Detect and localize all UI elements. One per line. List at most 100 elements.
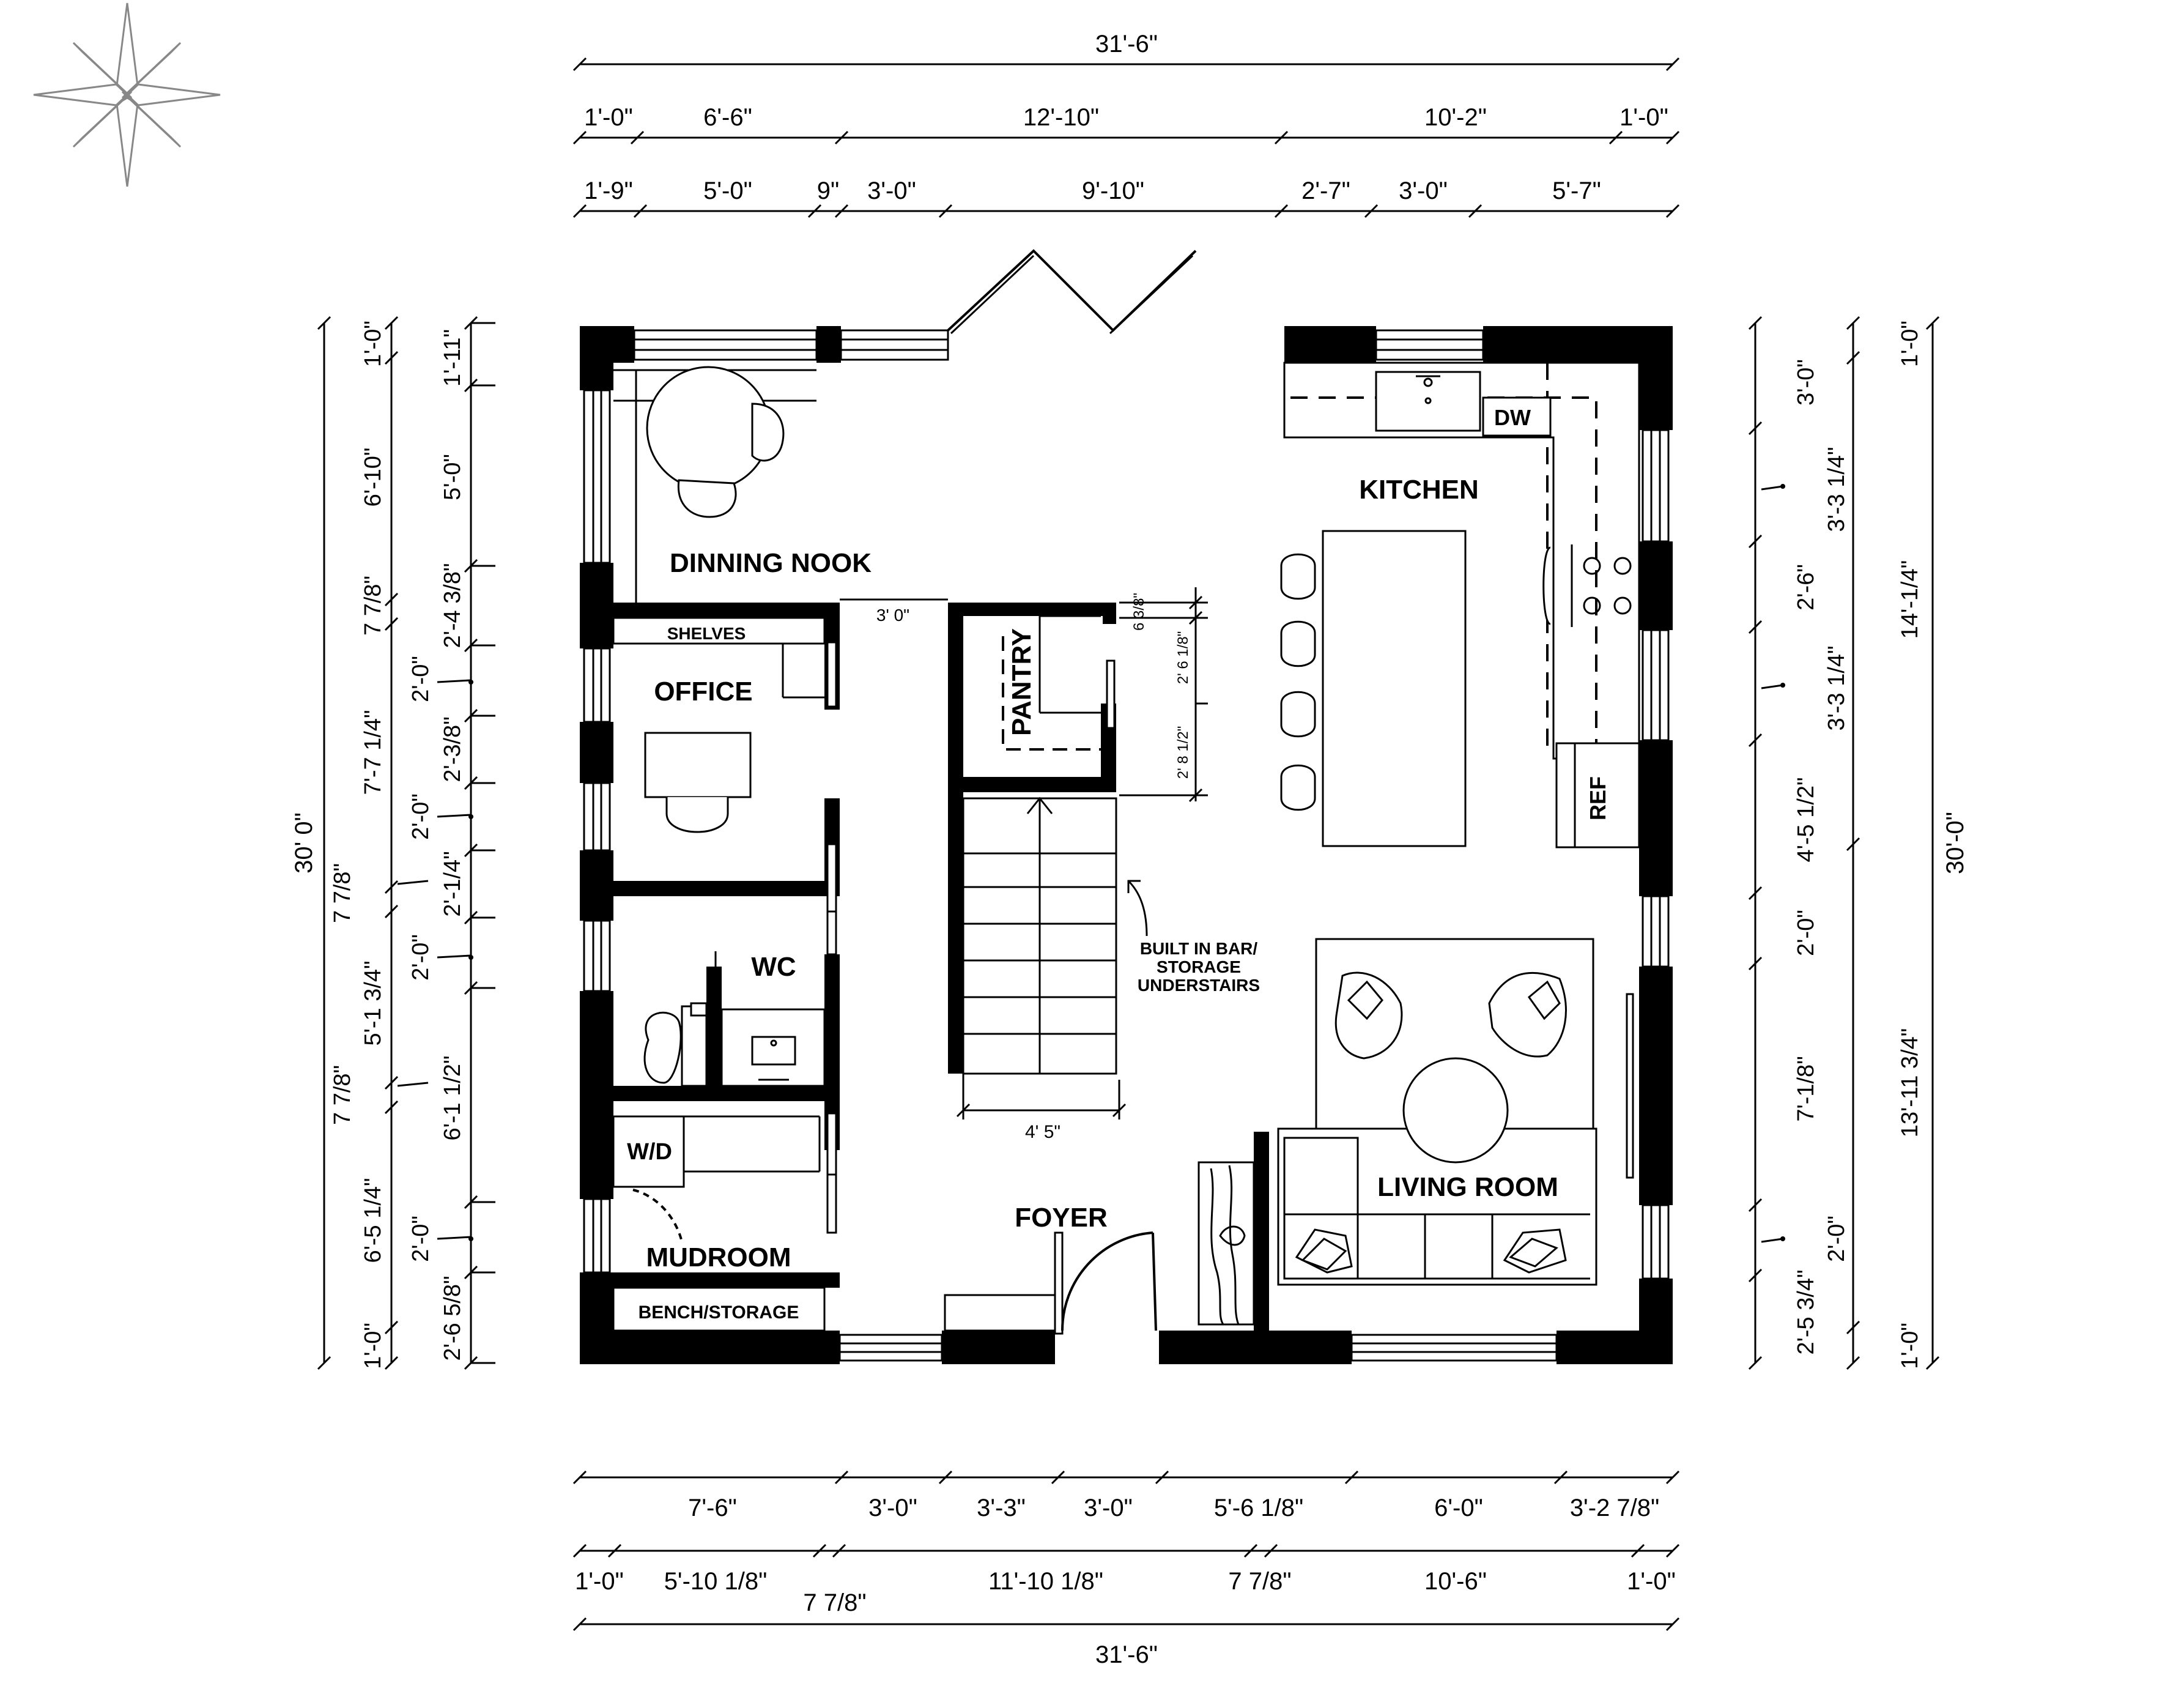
exterior-walls (580, 326, 1673, 1364)
dim-bot-2-2: 5'-10 1/8" (664, 1568, 768, 1595)
dim-left-2-6: 5'-1 3/4" (360, 960, 386, 1045)
dim-left-3-2: 5'-0" (440, 454, 465, 500)
living-room (1197, 938, 1597, 1326)
label-office: OFFICE (654, 677, 752, 707)
dim-top-3-6: 2'-7" (1301, 177, 1350, 204)
dim-left-2-7: 7 7/8" (330, 1065, 355, 1125)
dim-left-3-5: 2'-3/8" (440, 716, 465, 782)
dim-bot-2-6: 10'-6" (1424, 1568, 1487, 1595)
label-mudroom: MUDROOM (646, 1242, 791, 1272)
dim-right-2-3: 13'-11 3/4" (1897, 1028, 1923, 1138)
dim-top-3-2: 5'-0" (703, 177, 752, 204)
dim-stairs: 4' 5" (1025, 1122, 1061, 1142)
dim-bot-2-5: 7 7/8" (1228, 1568, 1291, 1595)
dim-left-2-2: 6'-10" (360, 448, 386, 507)
dim-right-1-5: 4'-5 1/2" (1793, 777, 1819, 862)
dim-top-2-3: 12'-10" (1023, 104, 1099, 131)
dim-bot-1-2: 3'-0" (868, 1494, 917, 1521)
dim-right-1-9: 2'-5 3/4" (1793, 1269, 1819, 1354)
label-shelves: SHELVES (667, 624, 746, 643)
dim-bot-2-3: 7 7/8" (803, 1589, 866, 1616)
dim-left-3-1: 1'-11" (440, 329, 465, 387)
dim-left-3-11: 2'-6 5/8" (440, 1275, 465, 1361)
dim-bot-2-4: 11'-10 1/8" (988, 1568, 1103, 1595)
interior-doors (826, 641, 1634, 1234)
dim-left-3-7: 2'-1/4" (440, 851, 465, 916)
dim-right-2-4: 1'-0" (1897, 1323, 1923, 1369)
north-star-icon (33, 2, 221, 187)
dim-left-3-3: 2'-4 3/8" (440, 563, 465, 648)
top-dimensions: 31'-6" 1'-0" 6'-6" 12'-10" 10'-2" 1'-0" … (572, 31, 1680, 218)
bar-stools (1280, 553, 1316, 811)
dim-right-1-1: 3'-0" (1793, 359, 1819, 406)
dim-bot-1-7: 3'-2 7/8" (1570, 1494, 1659, 1521)
dim-bot-overall: 31'-6" (1095, 1641, 1158, 1668)
dim-top-2-5: 1'-0" (1619, 104, 1668, 131)
dishwasher-label: DW (1494, 405, 1531, 430)
dim-bot-2-7: 1'-0" (1627, 1568, 1676, 1595)
fridge-label: REF (1585, 776, 1610, 820)
right-dimensions: 3'-0" 3'-3 1/4" 2'-6" 3'-3 1/4" 4'-5 1/2… (1748, 316, 1969, 1370)
dim-top-overall: 31'-6" (1095, 31, 1158, 58)
dim-left-2-4: 7'-7 1/4" (360, 710, 386, 795)
dim-left-2-8: 6'-5 1/4" (360, 1178, 386, 1263)
mudroom (612, 1115, 1056, 1332)
dim-bot-1-1: 7'-6" (688, 1494, 737, 1521)
dim-bot-1-3: 3'-3" (977, 1494, 1026, 1521)
dim-top-2-2: 6'-6" (703, 104, 752, 131)
dim-pantry-c: 2' 8 1/2" (1175, 726, 1191, 779)
label-built-in-2: STORAGE (1157, 957, 1241, 976)
dim-top-2-1: 1'-0" (584, 104, 633, 131)
dim-pantry-a: 6 3/8" (1131, 593, 1147, 631)
dim-top-2-4: 10'-2" (1424, 104, 1487, 131)
dim-right-2-2: 14'-1/4" (1897, 560, 1923, 639)
dim-bot-1-4: 3'-0" (1084, 1494, 1133, 1521)
dim-pantry-b: 2' 6 1/8" (1175, 631, 1191, 685)
windows (583, 329, 1670, 1362)
dim-left-3-8: 2'-0" (408, 934, 434, 981)
stairs: 4' 5" (956, 796, 1127, 1142)
dim-bot-2-1: 1'-0" (575, 1568, 624, 1595)
dim-left-overall: 30' 0" (291, 812, 317, 874)
kitchen: DW REF (1280, 362, 1640, 848)
dim-top-3-7: 3'-0" (1399, 177, 1448, 204)
dim-right-1-7: 7'-1/8" (1793, 1056, 1819, 1121)
dim-bot-1-6: 6'-0" (1434, 1494, 1483, 1521)
pantry: 6 3/8" 2' 6 1/8" 2' 8 1/2" (1002, 587, 1208, 803)
label-pantry: PANTRY (1007, 628, 1037, 736)
dim-hall: 3' 0" (876, 606, 909, 625)
dim-left-2-9: 1'-0" (360, 1323, 386, 1369)
dim-top-3-8: 5'-7" (1552, 177, 1601, 204)
built-in-arrow (1127, 880, 1148, 937)
dim-left-3-10: 2'-0" (408, 1216, 434, 1262)
left-dimensions: 30' 0" 1'-0" 6'-10" 7 7/8" 7'-7 1/4" 7 7… (291, 316, 495, 1370)
dim-top-3-3: 9" (817, 177, 839, 204)
dim-left-2-5: 7 7/8" (330, 863, 355, 923)
dim-top-3-5: 9'-10" (1082, 177, 1144, 204)
label-foyer: FOYER (1015, 1203, 1108, 1233)
office (612, 617, 826, 833)
wc-room (643, 951, 826, 1087)
label-bench-storage: BENCH/STORAGE (639, 1302, 799, 1323)
label-dinning-nook: DINNING NOOK (670, 548, 872, 578)
label-kitchen: KITCHEN (1359, 475, 1479, 505)
dim-left-3-6: 2'-0" (408, 793, 434, 840)
bottom-dimensions: 7'-6" 3'-0" 3'-3" 3'-0" 5'-6 1/8" 6'-0" … (572, 1470, 1680, 1668)
dim-right-overall: 30'-0" (1942, 812, 1969, 874)
dim-right-1-6: 2'-0" (1793, 910, 1819, 956)
label-wc: WC (751, 952, 796, 982)
hall-dimension: 3' 0" (840, 598, 948, 625)
dim-top-3-4: 3'-0" (867, 177, 916, 204)
dim-left-2-1: 1'-0" (360, 321, 386, 367)
label-built-in-3: UNDERSTAIRS (1138, 976, 1260, 995)
label-wd: W/D (627, 1139, 672, 1165)
label-living-room: LIVING ROOM (1377, 1172, 1558, 1202)
dim-left-2-3: 7 7/8" (360, 576, 386, 636)
dinning-nook (613, 366, 816, 603)
dim-right-1-2: 3'-3 1/4" (1824, 447, 1849, 532)
folding-door (947, 249, 1197, 335)
dim-right-1-3: 2'-6" (1793, 564, 1819, 611)
front-door (1054, 1231, 1157, 1335)
dim-right-1-4: 3'-3 1/4" (1824, 645, 1849, 730)
